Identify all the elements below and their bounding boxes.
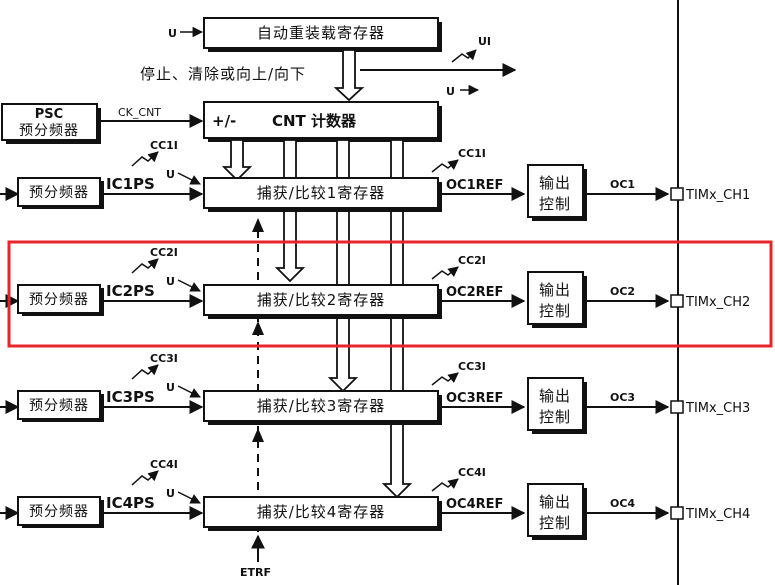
- top-u-label: U: [446, 85, 455, 98]
- cc-lightning-icon-2: [131, 258, 159, 274]
- output-control-label-top-1: 输出: [539, 174, 571, 192]
- cnt-sign: +/-: [212, 112, 236, 130]
- prescaler-label-3: 预分频器: [29, 398, 89, 414]
- cc-lightning-icon-4: [131, 470, 159, 486]
- prescaler-label-4: 预分频器: [29, 504, 89, 520]
- etrf-label: ETRF: [240, 566, 271, 579]
- cc-lightning-icon-1: [131, 151, 159, 167]
- ocref-label-4: OC4REF: [446, 497, 503, 512]
- output-control-label-bottom-1: 控制: [539, 195, 571, 213]
- cnt-label: CNT 计数器: [272, 112, 357, 130]
- oc-label-4: OC4: [610, 497, 635, 510]
- icps-label-2: IC2PS: [106, 282, 155, 300]
- ccr-register-box-1: [203, 177, 439, 209]
- u-label-4: U: [166, 487, 175, 500]
- psc-box: [1, 103, 98, 141]
- oc-label-2: OC2: [610, 285, 635, 298]
- pin-square-3: [670, 400, 684, 414]
- pin-square-4: [670, 506, 684, 520]
- oc-label-1: OC1: [610, 178, 635, 191]
- cc-out-lightning-icon-1: [431, 159, 459, 173]
- ui-label: UI: [478, 35, 491, 48]
- icps-label-3: IC3PS: [106, 388, 155, 406]
- cnt-counter-box: [203, 101, 439, 139]
- autoreload-to-cnt-arrow: [333, 49, 365, 102]
- autoreload-register-box: [203, 17, 439, 49]
- pin-label-3: TIMx_CH3: [685, 401, 750, 416]
- prescaler-box-2: [17, 284, 101, 314]
- pin-label-4: TIMx_CH4: [685, 507, 750, 522]
- cc-label-3: CC3I: [150, 352, 178, 365]
- channel2-highlight: [7, 240, 773, 348]
- output-control-box-2: [527, 271, 584, 325]
- output-control-box-3: [527, 377, 584, 431]
- cc-out-lightning-icon-2: [431, 266, 459, 280]
- oc-label-3: OC3: [610, 391, 635, 404]
- ccr-register-label-1: 捕获/比较1寄存器: [257, 184, 386, 202]
- prescaler-box-4: [17, 496, 101, 526]
- pin-square-2: [670, 294, 684, 308]
- pin-label-2: TIMx_CH2: [685, 295, 750, 310]
- cc-lightning-icon-3: [131, 364, 159, 380]
- pin-square-1: [670, 187, 684, 201]
- cc-out-lightning-icon-4: [431, 478, 459, 492]
- output-control-label-bottom-4: 控制: [539, 514, 571, 532]
- output-control-label-bottom-3: 控制: [539, 408, 571, 426]
- ocref-label-1: OC1REF: [446, 178, 503, 193]
- prescaler-box-1: [17, 177, 101, 207]
- u-label-2: U: [166, 275, 175, 288]
- cc-out-lightning-icon-3: [431, 372, 459, 386]
- output-control-box-1: [527, 164, 584, 218]
- ccr-register-box-4: [203, 496, 439, 528]
- output-control-box-4: [527, 483, 584, 537]
- cc-label-2: CC2I: [150, 246, 178, 259]
- psc-subtitle: 预分频器: [19, 123, 79, 139]
- cnt-to-ch1-arrow: [221, 139, 253, 182]
- ccr-register-box-3: [203, 390, 439, 422]
- prescaler-label-1: 预分频器: [29, 185, 89, 201]
- cc-label-4: CC4I: [150, 458, 178, 471]
- output-control-label-top-3: 输出: [539, 387, 571, 405]
- ck-cnt-label: CK_CNT: [118, 106, 161, 119]
- u-label-3: U: [166, 381, 175, 394]
- pin-label-1: TIMx_CH1: [685, 188, 750, 203]
- ccr-register-label-4: 捕获/比较4寄存器: [257, 503, 386, 521]
- control-text: 停止、清除或向上/向下: [140, 65, 306, 83]
- output-control-label-top-2: 输出: [539, 281, 571, 299]
- cc-out-label-1: CC1I: [458, 147, 486, 160]
- icps-label-4: IC4PS: [106, 494, 155, 512]
- output-control-label-bottom-2: 控制: [539, 302, 571, 320]
- cc-out-label-4: CC4I: [458, 466, 486, 479]
- ocref-label-2: OC2REF: [446, 285, 503, 300]
- prescaler-box-3: [17, 390, 101, 420]
- icps-label-1: IC1PS: [106, 175, 155, 193]
- autoreload-register-label: 自动重装载寄存器: [257, 24, 385, 42]
- ccr-register-label-2: 捕获/比较2寄存器: [257, 291, 386, 309]
- ccr-register-box-2: [203, 284, 439, 316]
- prescaler-label-2: 预分频器: [29, 292, 89, 308]
- cc-out-label-2: CC2I: [458, 254, 486, 267]
- cc-label-1: CC1I: [150, 139, 178, 152]
- output-control-label-top-4: 输出: [539, 493, 571, 511]
- u-label-1: U: [166, 168, 175, 181]
- cc-out-label-3: CC3I: [458, 360, 486, 373]
- autoreload-u-label: U: [168, 27, 177, 40]
- ui-lightning-icon: [451, 49, 477, 63]
- ccr-register-label-3: 捕获/比较3寄存器: [257, 397, 386, 415]
- ocref-label-3: OC3REF: [446, 391, 503, 406]
- psc-title: PSC: [35, 107, 63, 122]
